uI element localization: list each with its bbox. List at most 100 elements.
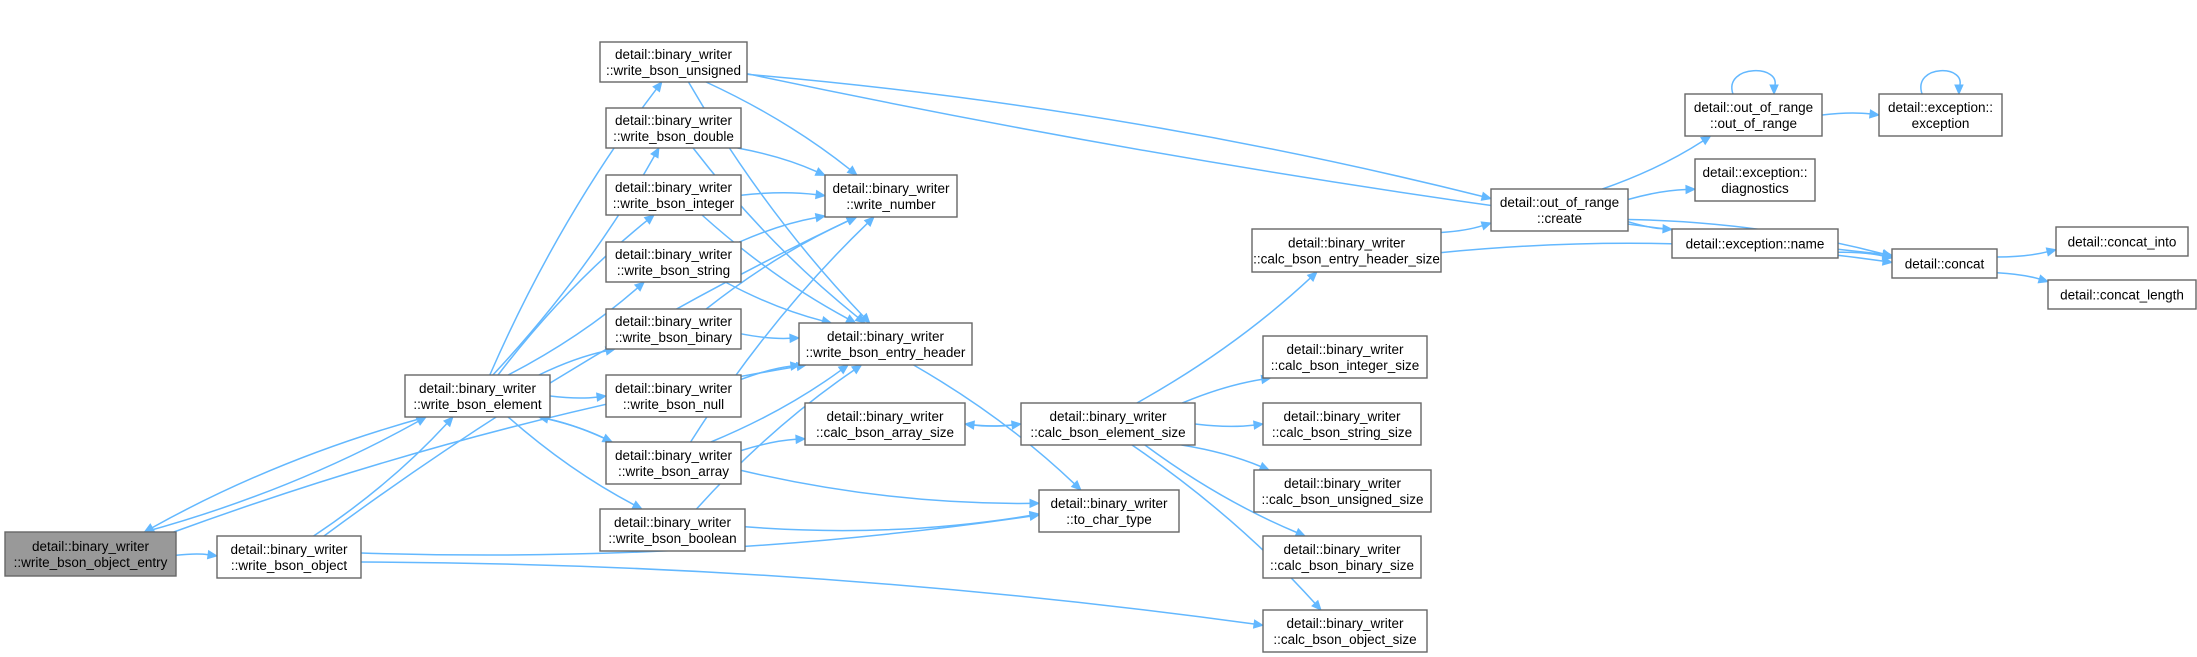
edge-out_of_range_ctor-to-out_of_range_ctor [1731, 69, 1779, 96]
node-box [4, 531, 177, 577]
node-label-line: detail::out_of_range [1694, 100, 1813, 115]
node-write-bson-object[interactable]: detail::binary_writer::write_bson_object [216, 535, 362, 579]
node-box [216, 535, 362, 579]
node-label-line: ::write_bson_boolean [608, 531, 736, 546]
edge-write_bson_boolean-to-write_bson_entry_header [695, 364, 863, 510]
node-label-line: detail::binary_writer [615, 180, 733, 195]
node-label-line: ::write_bson_integer [613, 196, 735, 211]
node-concat-length[interactable]: detail::concat_length [2047, 279, 2197, 310]
node-label-line: ::calc_bson_array_size [816, 425, 954, 440]
node-label-line: detail::concat_into [2068, 235, 2177, 250]
node-exception-diagnostics[interactable]: detail::exception::diagnostics [1694, 158, 1816, 202]
node-write-number[interactable]: detail::binary_writer::write_number [824, 174, 958, 218]
node-label-line: ::to_char_type [1066, 512, 1152, 527]
node-concat-into[interactable]: detail::concat_into [2055, 226, 2189, 257]
node-calc-bson-string-size[interactable]: detail::binary_writer::calc_bson_string_… [1262, 402, 1422, 446]
node-write-bson-array[interactable]: detail::binary_writer::write_bson_array [605, 441, 742, 485]
node-to-char-type[interactable]: detail::binary_writer::to_char_type [1038, 489, 1180, 533]
node-write-bson-double[interactable]: detail::binary_writer::write_bson_double [605, 107, 742, 149]
node-exception-ctor[interactable]: detail::exception::exception [1878, 93, 2003, 137]
node-write-bson-string[interactable]: detail::binary_writer::write_bson_string [605, 241, 742, 283]
node-write-bson-unsigned[interactable]: detail::binary_writer::write_bson_unsign… [599, 41, 748, 83]
node-calc-bson-object-size[interactable]: detail::binary_writer::calc_bson_object_… [1262, 609, 1428, 653]
node-label-line: ::write_bson_element [413, 397, 542, 412]
node-label-line: detail::binary_writer [1283, 409, 1401, 424]
edge-write_bson_object-to-calc_bson_object_size [360, 561, 1265, 629]
node-calc-bson-element-size[interactable]: detail::binary_writer::calc_bson_element… [1020, 402, 1196, 446]
node-calc-bson-unsigned-size[interactable]: detail::binary_writer::calc_bson_unsigne… [1253, 469, 1432, 513]
node-calc-bson-integer-size[interactable]: detail::binary_writer::calc_bson_integer… [1262, 335, 1428, 379]
node-write-bson-entry-header[interactable]: detail::binary_writer::write_bson_entry_… [798, 322, 973, 366]
node-box [824, 174, 958, 218]
edge-calc_bson_element_size-to-calc_bson_integer_size [1182, 374, 1272, 404]
nodes-layer: detail::binary_writer::write_bson_object… [4, 41, 2197, 653]
node-write-bson-element[interactable]: detail::binary_writer::write_bson_elemen… [404, 374, 551, 418]
node-out-of-range-ctor[interactable]: detail::out_of_range::out_of_range [1684, 93, 1823, 137]
edges-layer [143, 69, 2058, 629]
edge-write_bson_array-to-write_bson_element [537, 414, 613, 443]
node-exception-name[interactable]: detail::exception::name [1671, 228, 1839, 259]
node-label-line: ::write_bson_unsigned [606, 63, 741, 78]
node-label-line: detail::exception:: [1702, 165, 1807, 180]
node-label-line: ::calc_bson_string_size [1272, 425, 1412, 440]
node-box [2047, 279, 2197, 310]
node-label-line: detail::binary_writer [614, 515, 732, 530]
edge-write_bson_boolean-to-to_char_type [744, 510, 1041, 532]
edge-out_of_range_create-to-out_of_range_ctor [1602, 135, 1712, 190]
edge-calc_bson_element_size-to-calc_bson_array_size [963, 420, 1022, 430]
edge-concat-to-concat_length [1996, 271, 2050, 284]
node-write-bson-null[interactable]: detail::binary_writer::write_bson_null [605, 374, 742, 418]
node-box [605, 107, 742, 149]
node-write-bson-binary[interactable]: detail::binary_writer::write_bson_binary [605, 308, 742, 350]
edge-concat-to-concat_into [1996, 247, 2058, 258]
node-label-line: ::write_bson_string [617, 263, 730, 278]
node-label-line: ::calc_bson_integer_size [1271, 358, 1420, 373]
edge-write_bson_element-to-write_bson_string [507, 281, 646, 376]
node-box [1878, 93, 2003, 137]
edge-write_bson_object_entry-to-write_bson_element [144, 416, 428, 533]
node-calc-bson-entry-header-size[interactable]: detail::binary_writer::calc_bson_entry_h… [1251, 228, 1442, 273]
node-label-line: detail::binary_writer [615, 314, 733, 329]
node-label-line: detail::concat [1905, 257, 1985, 272]
node-label-line: ::write_bson_binary [615, 330, 732, 345]
node-label-line: ::calc_bson_unsigned_size [1261, 492, 1423, 507]
edge-write_bson_unsigned-to-write_number [705, 81, 858, 176]
node-box [1262, 535, 1422, 579]
node-box [2055, 226, 2189, 257]
edge-write_bson_array-to-to_char_type [740, 469, 1041, 509]
node-box [1262, 335, 1428, 379]
node-label-line: ::calc_bson_binary_size [1270, 558, 1414, 573]
node-write-bson-boolean[interactable]: detail::binary_writer::write_bson_boolea… [599, 508, 746, 552]
edge-write_bson_entry_header-to-to_char_type [913, 364, 1082, 491]
edge-write_bson_element-to-write_bson_null [549, 392, 608, 402]
node-calc-bson-binary-size[interactable]: detail::binary_writer::calc_bson_binary_… [1262, 535, 1422, 579]
node-label-line: ::calc_bson_entry_header_size [1253, 252, 1440, 267]
edge-write_bson_unsigned-to-out_of_range_create [746, 73, 1493, 201]
node-calc-bson-array-size[interactable]: detail::binary_writer::calc_bson_array_s… [804, 402, 966, 446]
node-box [1262, 402, 1422, 446]
node-label-line: ::create [1537, 211, 1582, 226]
node-box [1020, 402, 1196, 446]
node-box [1671, 228, 1839, 259]
node-label-line: ::calc_bson_element_size [1030, 425, 1185, 440]
node-label-line: detail::binary_writer [419, 381, 537, 396]
node-box [1694, 158, 1816, 202]
node-out-of-range-create[interactable]: detail::out_of_range::create [1490, 188, 1629, 232]
node-label-line: detail::binary_writer [615, 247, 733, 262]
node-write-bson-object-entry[interactable]: detail::binary_writer::write_bson_object… [4, 531, 177, 577]
edge-write_bson_element-to-write_bson_object_entry [143, 416, 427, 533]
edge-write_bson_element-to-write_bson_array [538, 416, 614, 443]
node-label-line: detail::binary_writer [1049, 409, 1167, 424]
node-label-line: detail::binary_writer [230, 542, 348, 557]
node-box [1262, 609, 1428, 653]
node-label-line: detail::exception:: [1888, 100, 1993, 115]
node-label-line: ::write_number [846, 197, 936, 212]
node-write-bson-integer[interactable]: detail::binary_writer::write_bson_intege… [605, 174, 742, 216]
edge-write_bson_string-to-write_number [739, 213, 827, 243]
edge-write_bson_null-to-write_bson_entry_header [740, 361, 802, 381]
node-label-line: ::write_bson_array [618, 464, 729, 479]
node-label-line: ::write_bson_null [623, 397, 724, 412]
node-box [404, 374, 551, 418]
node-concat[interactable]: detail::concat [1891, 248, 1998, 279]
node-label-line: detail::exception::name [1686, 237, 1825, 252]
